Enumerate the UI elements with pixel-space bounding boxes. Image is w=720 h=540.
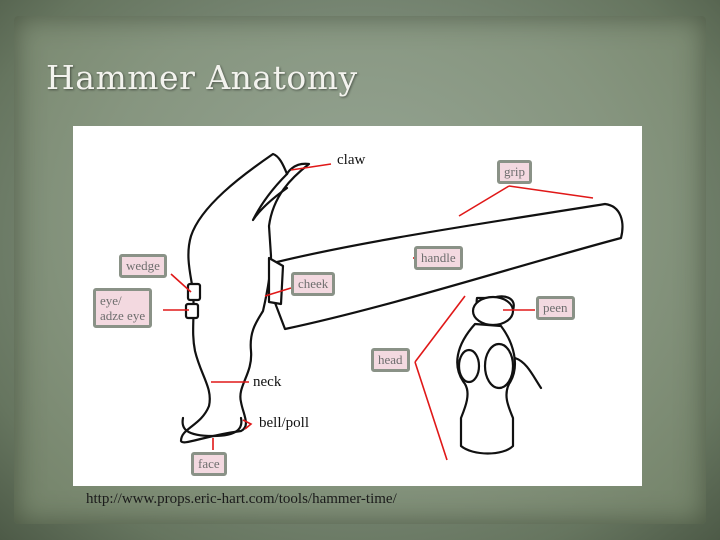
hammer-diagram: claw grip wedge eye/ adze eye handle che… <box>73 126 642 486</box>
label-peen: peen <box>536 296 575 320</box>
label-handle: handle <box>414 246 463 270</box>
label-eye-adze-eye: eye/ adze eye <box>93 288 153 328</box>
leader-grip-2 <box>508 185 594 199</box>
leader-grip-1 <box>458 185 510 217</box>
peen-handle-stub <box>513 356 543 390</box>
label-cheek: cheek <box>291 272 336 296</box>
label-wedge: wedge <box>119 254 167 278</box>
label-neck: neck <box>253 374 282 390</box>
label-bell-poll: bell/poll <box>259 415 309 431</box>
slide-title: Hammer Anatomy <box>46 58 358 97</box>
label-face: face <box>191 452 227 476</box>
leader-head-1 <box>414 295 466 363</box>
bell-face <box>181 416 243 438</box>
cheek-block <box>267 256 285 306</box>
peen-top <box>471 295 515 327</box>
leader-wedge <box>170 273 192 293</box>
peen-neck-right <box>483 342 515 390</box>
source-link[interactable]: http://www.props.eric-hart.com/tools/ham… <box>86 491 397 507</box>
claw-split <box>251 172 289 222</box>
label-eye-line2: adze eye <box>100 308 146 323</box>
label-head: head <box>371 348 410 372</box>
leader-claw <box>290 163 332 171</box>
label-claw: claw <box>337 152 366 168</box>
leader-lines <box>163 163 594 461</box>
label-grip: grip <box>497 160 532 184</box>
leader-bell <box>242 419 253 430</box>
eye-slot-2 <box>184 302 200 320</box>
label-eye-line1: eye/ <box>100 293 122 308</box>
ball-peen-body <box>456 322 517 455</box>
leader-cheek <box>264 287 292 297</box>
eye-slot-1 <box>186 282 202 302</box>
peen-neck-left <box>457 348 481 384</box>
leader-head-2 <box>414 361 448 461</box>
